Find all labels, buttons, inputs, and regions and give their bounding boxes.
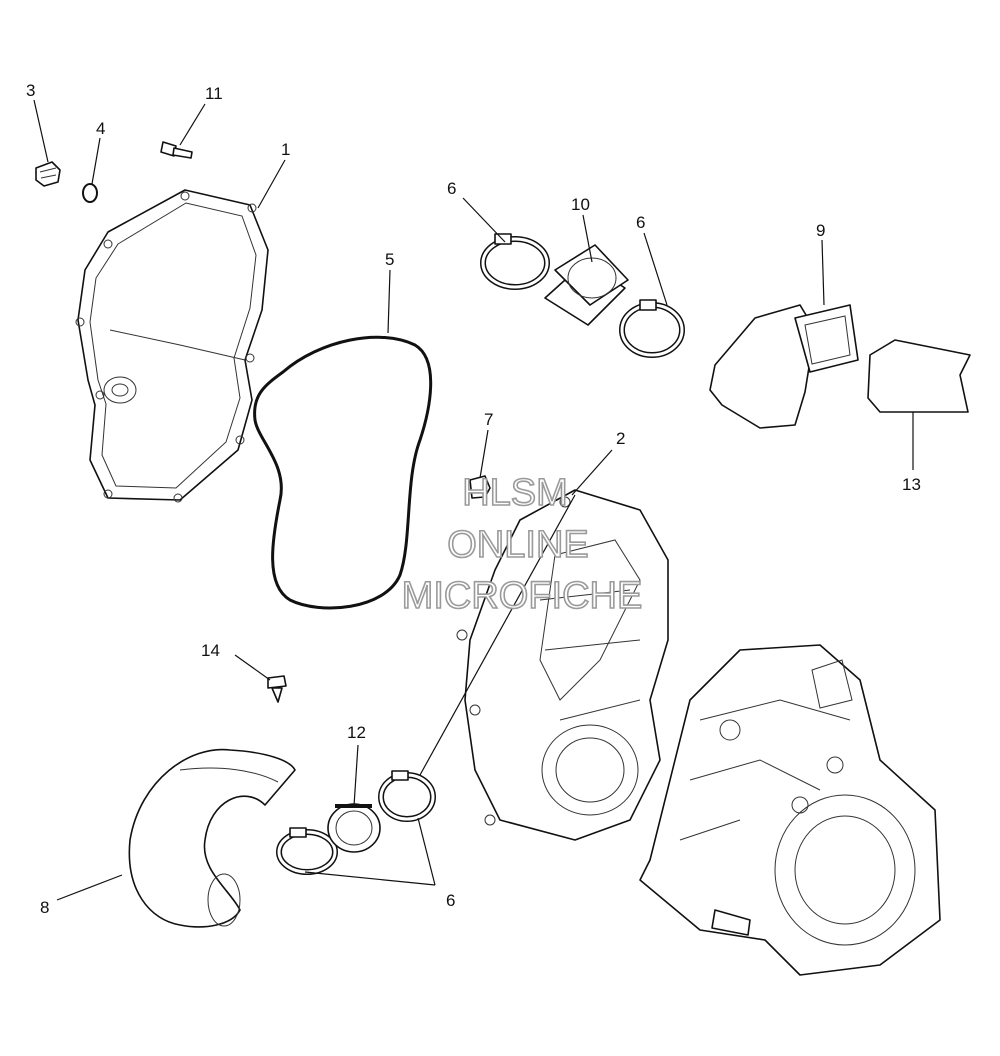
callout-labels: 3 11 4 1 6 10 6 9 5 7 2 13 14 12 6 8 xyxy=(26,81,921,917)
callout-13: 13 xyxy=(902,475,921,494)
part-2-inner-cover xyxy=(456,489,669,841)
callout-6b: 6 xyxy=(636,213,645,232)
part-6-clamp-lower-left xyxy=(276,827,338,875)
callout-9: 9 xyxy=(816,221,825,240)
part-6-clamp-upper-left xyxy=(480,233,550,290)
part-13-cap xyxy=(867,339,971,413)
part-8-intake-tube xyxy=(128,748,296,928)
callout-3: 3 xyxy=(26,81,35,100)
part-14-pushpin xyxy=(267,675,287,703)
callout-8: 8 xyxy=(40,898,49,917)
callout-11: 11 xyxy=(205,84,223,103)
part-6-clamp-upper-right xyxy=(619,299,685,358)
part-9-duct xyxy=(709,304,859,429)
callout-2: 2 xyxy=(616,429,625,448)
callout-4: 4 xyxy=(96,119,105,138)
callout-5: 5 xyxy=(385,250,394,269)
callout-6c: 6 xyxy=(446,891,455,910)
watermark: HLSM ONLINE MICROFICHE xyxy=(401,471,643,618)
part-11-bolt xyxy=(160,141,193,159)
watermark-line-2: ONLINE xyxy=(447,524,588,566)
callout-6a: 6 xyxy=(447,179,456,198)
part-1-outer-cover xyxy=(75,189,269,503)
watermark-line-3: MICROFICHE xyxy=(402,575,643,617)
part-12-coupler xyxy=(327,803,381,853)
leader-lines xyxy=(33,99,914,901)
part-3-plug xyxy=(35,161,61,187)
part-10-coupler xyxy=(544,244,629,326)
part-7-screw xyxy=(469,475,491,499)
callout-7: 7 xyxy=(484,410,493,429)
callout-1: 1 xyxy=(281,140,290,159)
part-6-clamp-lower-right xyxy=(378,770,436,822)
part-5-gasket xyxy=(253,335,433,610)
callout-10: 10 xyxy=(571,195,590,214)
callout-12: 12 xyxy=(347,723,366,742)
part-4-oring xyxy=(82,183,98,203)
callout-14: 14 xyxy=(201,641,220,660)
engine-case xyxy=(639,644,941,976)
watermark-line-1: HLSM xyxy=(462,472,568,514)
